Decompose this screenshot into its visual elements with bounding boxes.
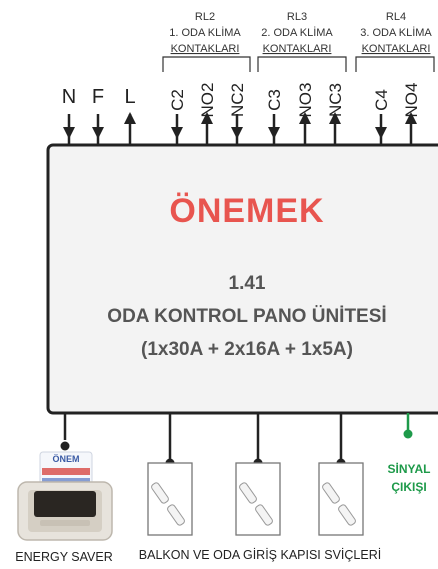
terminal-label: C2 xyxy=(168,89,187,111)
energy-saver-caption: ENERGY SAVER xyxy=(15,550,113,564)
terminal-label: NC2 xyxy=(228,83,247,117)
terminal-label: N xyxy=(62,86,76,108)
terminal-no3: NO3 xyxy=(296,83,315,145)
terminal-c4: C4 xyxy=(372,89,391,145)
switch-magnet xyxy=(151,482,169,504)
relay-title: 3. ODA KLİMA xyxy=(360,26,432,39)
unit-model: 1.41 xyxy=(229,273,266,294)
signal-output-label: ÇIKIŞI xyxy=(391,480,426,494)
relay-title: 2. ODA KLİMA xyxy=(261,26,333,39)
switches-caption: BALKON VE ODA GİRİŞ KAPISI SVİÇLERİ xyxy=(139,548,381,562)
terminal-nc2: NC2 xyxy=(228,83,247,145)
terminal-label: NO2 xyxy=(198,83,217,118)
switch-frame xyxy=(235,462,281,536)
arrow-up-icon xyxy=(299,112,311,124)
relay-group-rl2: RL2 1. ODA KLİMA KONTAKLARI xyxy=(162,11,251,72)
switch-magnet xyxy=(239,482,257,504)
terminal-nc3: NC3 xyxy=(326,83,345,145)
energy-saver-node xyxy=(60,441,70,451)
arrow-down-icon xyxy=(171,127,183,139)
signal-output-label: SİNYAL xyxy=(388,461,431,476)
terminal-label: NC3 xyxy=(326,83,345,117)
reed-switch xyxy=(318,462,364,536)
arrow-down-icon xyxy=(375,127,387,139)
key-card-brand: ÖNEM xyxy=(53,454,80,464)
switch-sensor xyxy=(167,504,185,526)
unit-rating: (1x30A + 2x16A + 1x5A) xyxy=(141,339,353,360)
terminal-label: NO3 xyxy=(296,83,315,118)
relay-code: RL3 xyxy=(287,11,307,23)
terminal-label: NO4 xyxy=(402,83,421,118)
arrow-up-icon xyxy=(201,112,213,124)
arrow-up-icon xyxy=(329,112,341,124)
reed-switch xyxy=(147,462,193,536)
relay-bracket xyxy=(257,56,347,72)
terminal-no2: NO2 xyxy=(198,83,217,145)
terminal-label: F xyxy=(92,86,104,108)
terminal-label: C4 xyxy=(372,89,391,111)
terminal-label: L xyxy=(124,86,135,108)
relay-code: RL4 xyxy=(386,11,406,23)
switch-sensor xyxy=(338,504,356,526)
terminal-f: F xyxy=(92,86,104,145)
relay-subtitle: KONTAKLARI xyxy=(171,43,240,55)
terminal-no4: NO4 xyxy=(402,83,421,145)
terminal-c3: C3 xyxy=(265,89,284,145)
relay-group-rl4: RL4 3. ODA KLİMA KONTAKLARI xyxy=(355,11,435,72)
card-slot xyxy=(34,491,96,517)
door-switches xyxy=(147,462,364,536)
terminal-n: N xyxy=(62,86,76,145)
relay-code: RL2 xyxy=(195,11,215,23)
brand-logo: ÖNEMEK xyxy=(169,192,324,230)
switch-frame xyxy=(318,462,364,536)
arrow-down-icon xyxy=(92,127,104,139)
energy-saver-device: ÖNEM xyxy=(17,451,113,541)
relay-group-rl3: RL3 2. ODA KLİMA KONTAKLARI xyxy=(257,11,347,72)
relay-bracket xyxy=(355,56,435,72)
relay-bracket xyxy=(162,56,251,72)
terminal-label: C3 xyxy=(265,89,284,111)
bottom-wires xyxy=(60,413,413,468)
arrow-up-icon xyxy=(405,112,417,124)
relay-title: 1. ODA KLİMA xyxy=(169,26,241,39)
unit-name: ODA KONTROL PANO ÜNİTESİ xyxy=(107,306,386,327)
arrow-up-icon xyxy=(124,112,136,124)
signal-node xyxy=(403,429,413,439)
switch-frame xyxy=(147,462,193,536)
relay-subtitle: KONTAKLARI xyxy=(263,43,332,55)
arrow-down-icon xyxy=(63,127,75,139)
terminal-l: L xyxy=(124,86,136,145)
arrow-down-icon xyxy=(268,127,280,139)
arrow-down-icon xyxy=(231,127,243,139)
relay-subtitle: KONTAKLARI xyxy=(362,43,431,55)
switch-sensor xyxy=(255,504,273,526)
terminal-c2: C2 xyxy=(168,89,187,145)
control-unit-box xyxy=(46,143,438,415)
reed-switch xyxy=(235,462,281,536)
switch-magnet xyxy=(322,482,340,504)
